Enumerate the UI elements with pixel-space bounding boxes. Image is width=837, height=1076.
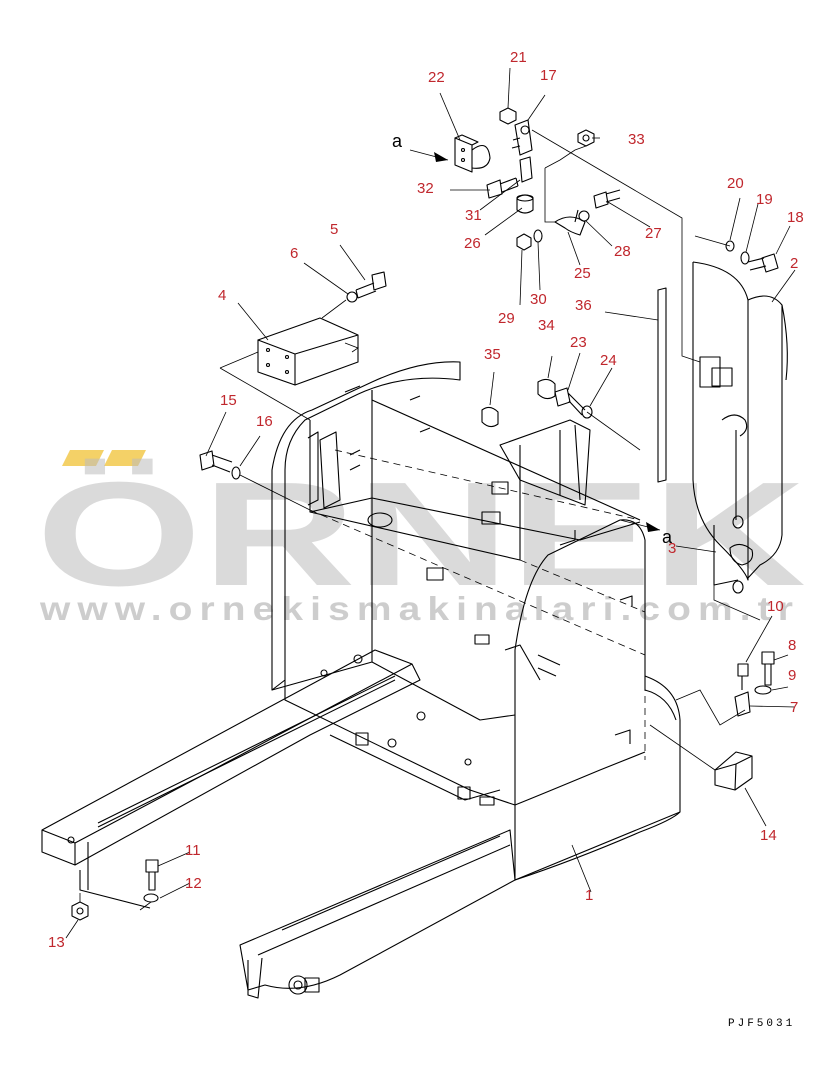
callout-7: 7: [790, 699, 798, 716]
main-frame: [41, 361, 681, 999]
callout-6: 6: [290, 245, 298, 262]
watermark-brand: ÖRNEK: [36, 452, 806, 617]
callout-32: 32: [417, 180, 434, 197]
callout-24: 24: [600, 352, 617, 369]
callout-16: 16: [256, 413, 273, 430]
callout-15: 15: [220, 392, 237, 409]
callout-17: 17: [540, 67, 557, 84]
door-panel: [692, 261, 788, 581]
callout-18: 18: [787, 209, 804, 226]
watermark-accent: [62, 450, 146, 466]
callout-26: 26: [464, 235, 481, 252]
callout-28: 28: [614, 243, 631, 260]
watermark: ÖRNEK www.ornekismakinalari.com.tr: [36, 450, 806, 627]
callout-34: 34: [538, 317, 555, 334]
callout-11: 11: [185, 842, 201, 859]
callout-29: 29: [498, 310, 515, 327]
leader-lines: [65, 67, 796, 939]
callout-5: 5: [330, 221, 338, 238]
callout-labels: 1234567891011121314151617181920212223242…: [48, 49, 804, 951]
callout-31: 31: [465, 207, 482, 224]
latch-parts: [454, 107, 621, 251]
callout-30: 30: [530, 291, 547, 308]
callout-12: 12: [185, 875, 202, 892]
callout-20: 20: [727, 175, 744, 192]
callout-33: 33: [628, 131, 645, 148]
callout-2: 2: [790, 255, 798, 272]
callout-3: 3: [668, 540, 676, 557]
watermark-url: www.ornekismakinalari.com.tr: [39, 590, 800, 627]
latch-bracket: [714, 751, 753, 791]
callout-4: 4: [218, 287, 226, 304]
view-marker-a-top: a: [392, 131, 403, 151]
callout-27: 27: [645, 225, 662, 242]
view-marker-a-side: a: [662, 527, 673, 547]
callout-19: 19: [756, 191, 773, 208]
callout-13: 13: [48, 934, 65, 951]
callout-25: 25: [574, 265, 591, 282]
callout-9: 9: [788, 667, 796, 684]
callout-10: 10: [767, 598, 784, 615]
callout-1: 1: [585, 887, 593, 904]
mounting-plate: [257, 317, 359, 386]
callout-14: 14: [760, 827, 777, 844]
fasteners: [71, 240, 779, 921]
drawing-code: PJF5031: [728, 1018, 795, 1030]
callout-21: 21: [510, 49, 527, 66]
callout-35: 35: [484, 346, 501, 363]
callout-22: 22: [428, 69, 445, 86]
callout-23: 23: [570, 334, 587, 351]
callout-8: 8: [788, 637, 796, 654]
callout-36: 36: [575, 297, 592, 314]
